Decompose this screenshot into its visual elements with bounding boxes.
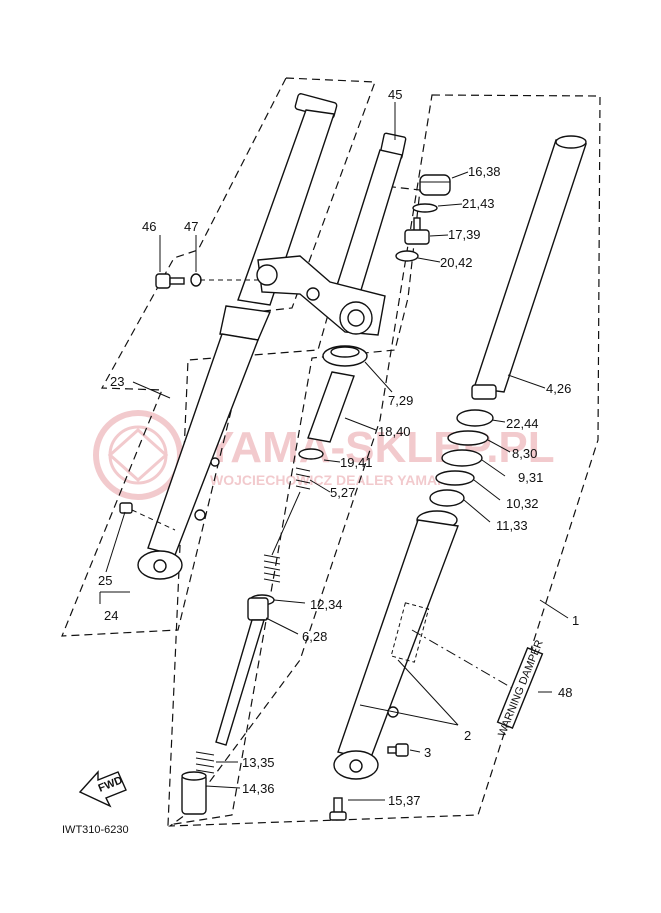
label-17-39: 17,39	[448, 227, 481, 242]
label-48: 48	[558, 685, 572, 700]
damper-warning-tag-48: WARNING DAMPER	[496, 638, 546, 738]
label-19-41: 19,41	[340, 455, 373, 470]
callout-labels: 45 16,38 21,43 17,39 20,42 46 47 7,29 4,…	[98, 87, 579, 808]
label-10-32: 10,32	[506, 496, 539, 511]
label-6-28: 6,28	[302, 629, 327, 644]
right-fork-assembly-boundary	[168, 94, 601, 827]
washer-47	[190, 273, 202, 287]
center-assembly-boundary	[167, 184, 421, 826]
label-23: 23	[110, 374, 124, 389]
spacer-18-40	[307, 371, 355, 443]
watermark: YAMA-SKLEP.PL WOJCIECHOWICZ DEALER YAMAH…	[93, 410, 555, 500]
label-9-31: 9,31	[518, 470, 543, 485]
label-22-44: 22,44	[506, 416, 539, 431]
label-15-37: 15,37	[388, 793, 421, 808]
label-24: 24	[104, 608, 118, 623]
cap-16-38	[419, 174, 451, 196]
clip-10-32	[435, 470, 475, 486]
svg-text:WARNING DAMPER: WARNING DAMPER	[496, 638, 546, 738]
watermark-sub-text: WOJCIECHOWICZ DEALER YAMAHA	[210, 472, 457, 488]
label-46: 46	[142, 219, 156, 234]
outer-tube-1	[333, 510, 459, 780]
label-4-26: 4,26	[546, 381, 571, 396]
label-12-34: 12,34	[310, 597, 343, 612]
left-fork-assembly-boundary	[61, 77, 376, 637]
label-25: 25	[98, 573, 112, 588]
label-18-40: 18,40	[378, 424, 411, 439]
drawing-code: IWT310-6230	[62, 824, 129, 836]
steering-stem	[256, 132, 407, 336]
label-45: 45	[388, 87, 402, 102]
label-7-29: 7,29	[388, 393, 413, 408]
oil-lock-piece-14-36	[181, 771, 207, 815]
adjuster-17-39	[404, 217, 430, 245]
leader-lines	[99, 102, 569, 801]
washer-19-41	[298, 448, 324, 460]
label-1: 1	[572, 613, 579, 628]
fwd-arrow-icon	[78, 770, 127, 808]
oil-seal-9-31	[441, 449, 483, 467]
bolt-46	[155, 273, 185, 289]
forward-direction-arrow: FWD	[78, 770, 127, 808]
rebound-spring-13-35	[195, 751, 215, 774]
label-8-30: 8,30	[512, 446, 537, 461]
fork-spring-5-27	[263, 467, 311, 583]
washer-21-43	[412, 203, 438, 213]
left-fork-tube	[137, 93, 338, 580]
bolt-25	[119, 502, 176, 531]
damper-rod-6-28	[215, 597, 269, 746]
inner-tube-4-26	[471, 135, 587, 400]
watermark-main-text: YAMA-SKLEP.PL	[205, 423, 555, 472]
dust-seal-11-33	[429, 489, 465, 507]
label-5-27: 5,27	[330, 485, 355, 500]
o-ring-20-42	[395, 250, 419, 262]
label-3: 3	[424, 745, 431, 760]
label-14-36: 14,36	[242, 781, 275, 796]
label-2: 2	[464, 728, 471, 743]
label-20-42: 20,42	[440, 255, 473, 270]
label-21-43: 21,43	[462, 196, 495, 211]
label-16-38: 16,38	[468, 164, 501, 179]
label-11-33: 11,33	[496, 518, 528, 533]
washer-8-30	[447, 430, 489, 446]
bolt-15-37	[329, 797, 347, 821]
bush-22-44	[456, 409, 494, 427]
label-47: 47	[184, 219, 198, 234]
label-13-35: 13,35	[242, 755, 275, 770]
bolt-3	[387, 743, 409, 757]
